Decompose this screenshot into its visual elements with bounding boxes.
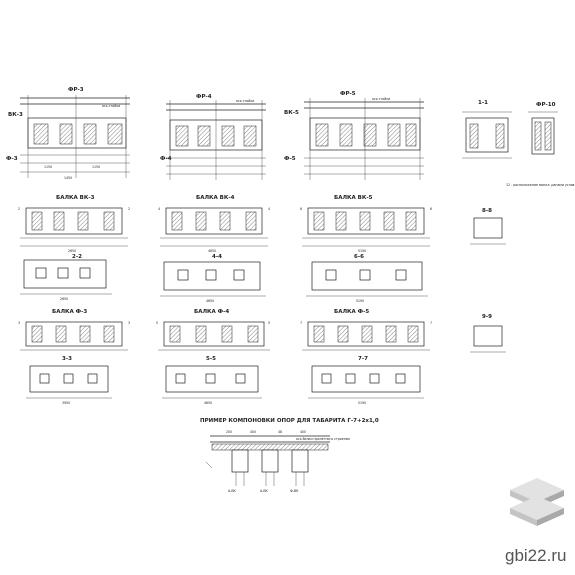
section-4-4: 4-4 4650 xyxy=(160,254,266,303)
label-fr3: ФР-3 xyxy=(68,87,84,93)
beam-vk4: БАЛКА ВК-4 4650 4 4 xyxy=(158,195,270,253)
dim-vk5: 5190 xyxy=(358,249,366,253)
label-vk3-side: ВК-3 xyxy=(8,112,23,118)
axis-note-3: ось стойки xyxy=(372,97,390,101)
stacked-slabs-logo xyxy=(510,478,564,526)
label-1-1: 1-1 xyxy=(478,100,488,106)
mark-4b: 4 xyxy=(268,207,270,211)
section-1-1: 1-1 xyxy=(462,100,512,159)
mark-7a: 7 xyxy=(300,321,302,325)
mark-2b: 2 xyxy=(128,207,130,211)
span-dim-3: 1150 xyxy=(92,165,100,169)
axis-note-2: ось стойки xyxy=(236,99,254,103)
example-dim-1: 200 xyxy=(226,430,232,434)
dim-7-7: 5190 xyxy=(358,401,366,405)
label-fr4: ФР-4 xyxy=(196,94,212,100)
example-dim-2: 400 xyxy=(250,430,256,434)
mark-5b: 5 xyxy=(268,321,270,325)
example-dim-4: 400 xyxy=(300,430,306,434)
label-f4-side: Ф-4 xyxy=(160,156,172,162)
section-3-3: 3-3 3950 xyxy=(26,356,112,405)
dim-3-3: 3950 xyxy=(62,401,70,405)
detail-fr3: ФР-3 ВК-3 Ф-3 ось стойки 1450 1150 1150 xyxy=(6,87,130,180)
label-fr5: ФР-5 xyxy=(340,91,356,97)
section-2-2: 2-2 2650 xyxy=(20,254,112,301)
label-9-9: 9-9 xyxy=(482,314,492,320)
title-beam-f3: БАЛКА Ф-3 xyxy=(52,309,87,315)
title-beam-f5: БАЛКА Ф-5 xyxy=(334,309,369,315)
section-9-9: 9-9 xyxy=(470,314,506,353)
title-beam-vk5: БАЛКА ВК-5 xyxy=(334,195,373,201)
span-dim-2: 1150 xyxy=(44,165,52,169)
detail-fr5: ФР-5 ВК-5 Ф-5 ось стойки xyxy=(284,91,424,180)
label-3-3: 3-3 xyxy=(62,356,72,362)
dim-4-4: 4650 xyxy=(206,299,214,303)
label-vk5-side: ВК-5 xyxy=(284,110,299,116)
beam-vk5: БАЛКА ВК-5 5190 6 6 xyxy=(300,195,432,253)
mark-7b: 7 xyxy=(430,321,432,325)
title-beam-vk4: БАЛКА ВК-4 xyxy=(196,195,235,201)
dim-2-2: 2650 xyxy=(60,297,68,301)
beam-f5: БАЛКА Ф-5 7 7 xyxy=(300,309,432,351)
section-7-7: 7-7 5190 xyxy=(308,356,424,405)
section-6-6: 6-6 5190 xyxy=(306,254,428,303)
label-f5-side: Ф-5 xyxy=(284,156,296,162)
dim-5-5: 4650 xyxy=(204,401,212,405)
label-8-8: 8-8 xyxy=(482,208,492,214)
mark-6a: 6 xyxy=(300,207,302,211)
beam-f4: БАЛКА Ф-4 5 5 xyxy=(156,309,270,351)
example-note: ось балки пролетного строения xyxy=(296,437,350,441)
detail-fr4: ФР-4 Ф-4 ось стойки xyxy=(160,94,266,180)
example-axis-2: А-ВК xyxy=(260,489,269,493)
span-dim-1: 1450 xyxy=(64,176,72,180)
title-beam-vk3: БАЛКА ВК-3 xyxy=(56,195,95,201)
label-4-4: 4-4 xyxy=(212,254,222,260)
mark-2a: 2 xyxy=(18,207,20,211)
example-axis-1: А-ВК xyxy=(228,489,237,493)
watermark-text[interactable]: gbi22.ru xyxy=(505,546,567,565)
title-beam-f4: БАЛКА Ф-4 xyxy=(194,309,229,315)
dim-6-6: 5190 xyxy=(356,299,364,303)
beam-f3: БАЛКА Ф-3 3 3 xyxy=(18,309,130,351)
label-fr10: ФР-10 xyxy=(536,102,556,108)
beam-vk3: БАЛКА ВК-3 2650 2 2 xyxy=(18,195,130,253)
mark-4a: 4 xyxy=(158,207,160,211)
dim-vk3: 2650 xyxy=(68,249,76,253)
mark-3b: 3 xyxy=(128,321,130,325)
section-5-5: 5-5 4650 xyxy=(162,356,262,405)
example-dim-3: 48 xyxy=(278,430,282,434)
axis-note-1: ось стойки xyxy=(102,104,120,108)
mark-3a: 3 xyxy=(18,321,20,325)
example-layout: ПРИМЕР КОМПОНОВКИ ОПОР ДЛЯ ТАБАРИТА Г-7+… xyxy=(200,418,379,493)
mark-6b: 6 xyxy=(430,207,432,211)
label-7-7: 7-7 xyxy=(358,356,368,362)
dim-vk4: 4650 xyxy=(208,249,216,253)
label-5-5: 5-5 xyxy=(206,356,216,362)
section-8-8: 8-8 xyxy=(470,208,506,245)
example-axis-3: Ф-ВК xyxy=(290,489,299,493)
label-2-2: 2-2 xyxy=(72,254,82,260)
example-title: ПРИМЕР КОМПОНОВКИ ОПОР ДЛЯ ТАБАРИТА Г-7+… xyxy=(200,418,379,424)
section-fr10: ФР-10 xyxy=(528,102,558,155)
mark-5a: 5 xyxy=(156,321,158,325)
note-12: 12 - расположение монол. ранами услов xyxy=(506,183,575,187)
label-f3-side: Ф-3 xyxy=(6,156,18,162)
label-6-6: 6-6 xyxy=(354,254,364,260)
